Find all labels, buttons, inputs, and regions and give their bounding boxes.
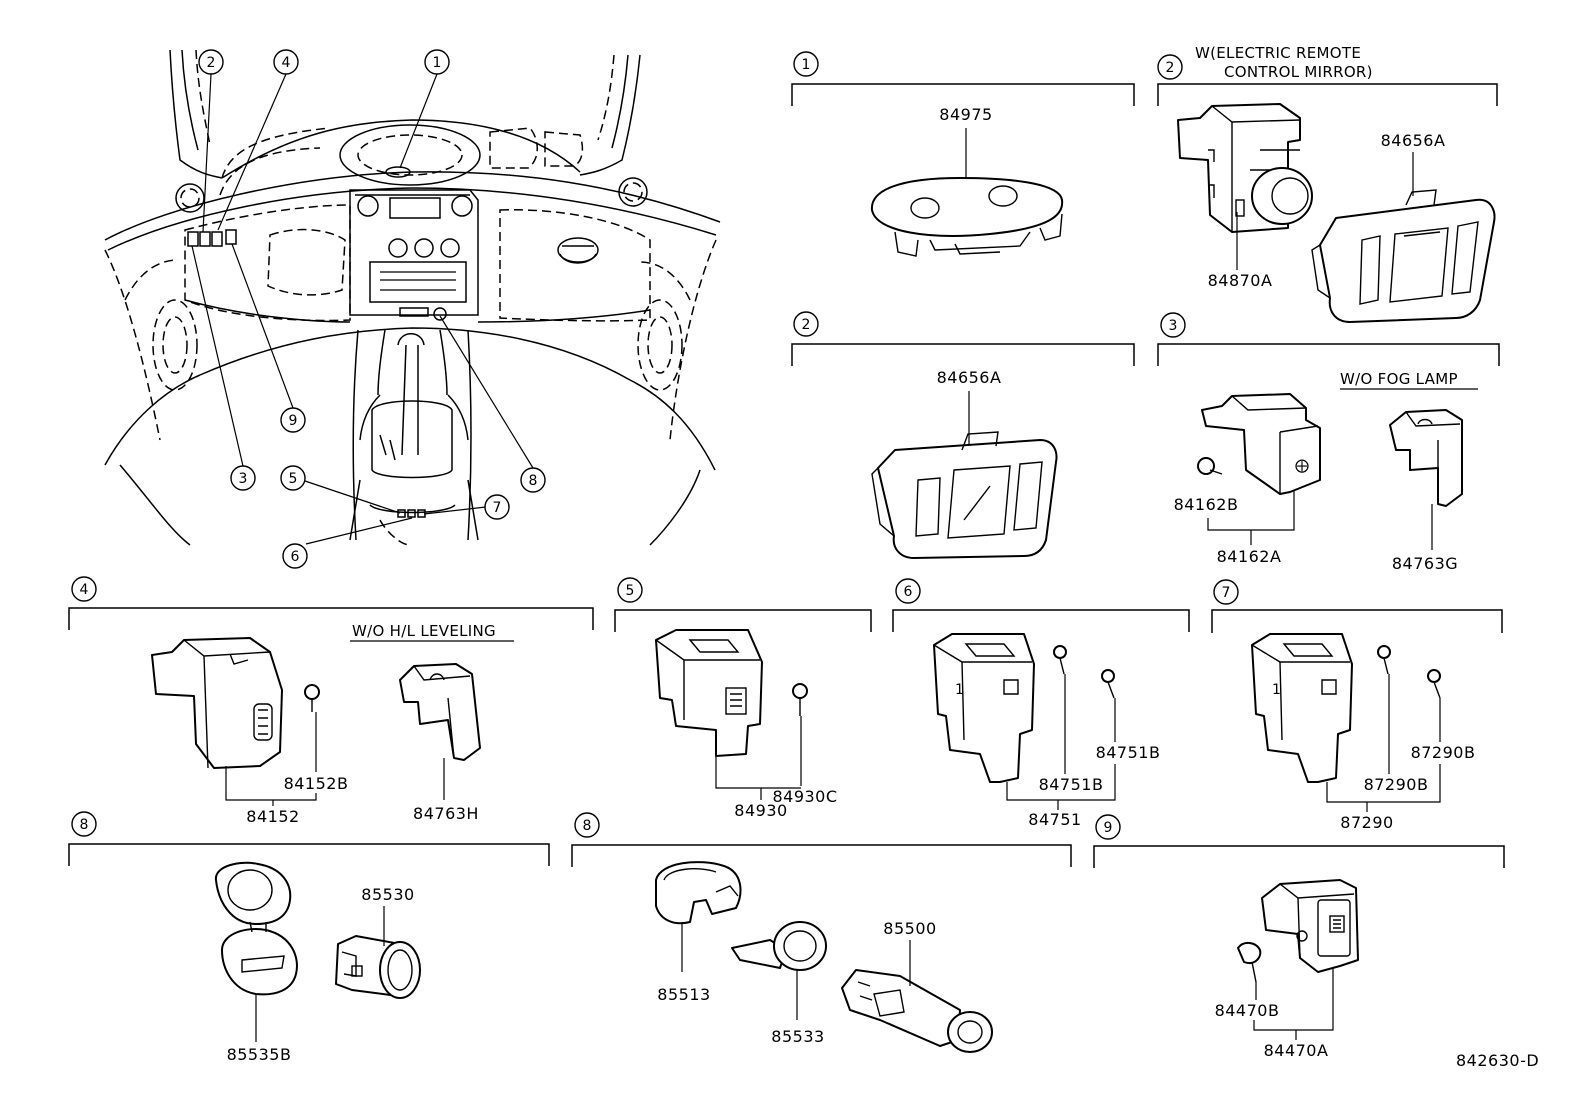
section-8-left: 8 85535B 85530 bbox=[68, 811, 550, 1064]
callout-6: 6 bbox=[282, 543, 308, 569]
section-6: 6 1 84751B 84751B 84751 bbox=[892, 578, 1190, 829]
dashboard-overview bbox=[104, 49, 721, 546]
callout-4: 4 bbox=[273, 49, 299, 75]
svg-text:1: 1 bbox=[955, 682, 964, 698]
part-84930: 84930 bbox=[734, 801, 787, 820]
svg-text:1: 1 bbox=[802, 57, 811, 73]
part-85533: 85533 bbox=[771, 1027, 824, 1046]
svg-text:5: 5 bbox=[626, 583, 635, 599]
part-84162B: 84162B bbox=[1174, 495, 1239, 514]
part-84870A: 84870A bbox=[1208, 271, 1273, 290]
section-1: 1 84975 bbox=[791, 51, 1135, 257]
svg-text:⨁: ⨁ bbox=[1295, 458, 1309, 474]
section-2-bezel: 2 84656A bbox=[791, 311, 1135, 559]
svg-text:6: 6 bbox=[291, 549, 300, 565]
svg-text:6: 6 bbox=[904, 584, 913, 600]
svg-text:3: 3 bbox=[1169, 318, 1178, 334]
svg-text:3: 3 bbox=[239, 471, 248, 487]
svg-text:7: 7 bbox=[493, 500, 502, 516]
part-84470A: 84470A bbox=[1264, 1041, 1329, 1060]
callout-8: 8 bbox=[520, 467, 546, 493]
section-8-right: 8 85513 85533 85500 bbox=[571, 812, 1072, 1053]
part-84152B: 84152B bbox=[284, 774, 349, 793]
diagram-code: 842630-D bbox=[1456, 1051, 1539, 1070]
caption-control-mirror: CONTROL MIRROR) bbox=[1224, 63, 1373, 81]
part-84656A: 84656A bbox=[937, 368, 1002, 387]
callout-1: 1 bbox=[424, 49, 450, 75]
callout-5: 5 bbox=[280, 465, 306, 491]
callout-7: 7 bbox=[484, 494, 510, 520]
part-87290: 87290 bbox=[1340, 813, 1393, 832]
part-84930C: 84930C bbox=[772, 787, 837, 806]
caption-electric-remote: W(ELECTRIC REMOTE bbox=[1195, 44, 1361, 62]
svg-text:2: 2 bbox=[1166, 60, 1175, 76]
svg-text:9: 9 bbox=[1104, 820, 1113, 836]
part-84656A-mirror: 84656A bbox=[1381, 131, 1446, 150]
callout-2: 2 bbox=[198, 49, 224, 75]
svg-text:2: 2 bbox=[207, 55, 216, 71]
svg-text:9: 9 bbox=[289, 413, 298, 429]
part-84152: 84152 bbox=[246, 807, 299, 826]
svg-text:8: 8 bbox=[583, 818, 592, 834]
caption-wo-hl-leveling: W/O H/L LEVELING bbox=[352, 622, 496, 640]
callout-3: 3 bbox=[230, 465, 256, 491]
part-84751B-b: 84751B bbox=[1096, 743, 1161, 762]
svg-text:1: 1 bbox=[1272, 682, 1281, 698]
section-7: 7 1 87290B 87290B 87290 bbox=[1211, 579, 1503, 832]
part-87290B-b: 87290B bbox=[1411, 743, 1476, 762]
part-85500: 85500 bbox=[883, 919, 936, 938]
part-84751B-a: 84751B bbox=[1039, 775, 1104, 794]
section-4: 4 W/O H/L LEVELING 84152B 84152 84763H bbox=[68, 576, 594, 826]
section-5: 5 84930C 84930 bbox=[614, 577, 872, 820]
part-85530: 85530 bbox=[361, 885, 414, 904]
callout-9: 9 bbox=[280, 407, 306, 433]
part-85535B: 85535B bbox=[227, 1045, 292, 1064]
caption-wo-fog-lamp: W/O FOG LAMP bbox=[1340, 370, 1458, 388]
section-3: 3 W/O FOG LAMP ⨁ 84162B 84162A 84763G bbox=[1157, 312, 1500, 573]
svg-text:5: 5 bbox=[289, 471, 298, 487]
part-84763G: 84763G bbox=[1392, 554, 1458, 573]
svg-text:2: 2 bbox=[802, 317, 811, 333]
part-84162A: 84162A bbox=[1217, 547, 1282, 566]
part-84751: 84751 bbox=[1028, 810, 1081, 829]
part-85513: 85513 bbox=[657, 985, 710, 1004]
svg-text:1: 1 bbox=[433, 55, 442, 71]
svg-text:8: 8 bbox=[529, 473, 538, 489]
section-2-mirror: 2 W(ELECTRIC REMOTE CONTROL MIRROR) 8487… bbox=[1157, 44, 1498, 323]
svg-text:8: 8 bbox=[80, 817, 89, 833]
part-84763H: 84763H bbox=[413, 804, 479, 823]
part-84470B: 84470B bbox=[1215, 1001, 1280, 1020]
svg-text:7: 7 bbox=[1222, 585, 1231, 601]
section-9: 9 84470B 84470A bbox=[1093, 814, 1505, 1060]
svg-text:4: 4 bbox=[80, 582, 89, 598]
part-87290B-a: 87290B bbox=[1364, 775, 1429, 794]
svg-text:4: 4 bbox=[282, 55, 291, 71]
part-84975: 84975 bbox=[939, 105, 992, 124]
